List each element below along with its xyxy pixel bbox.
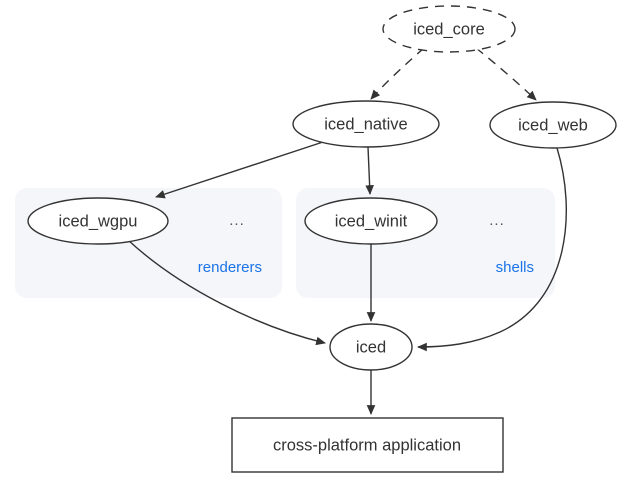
edges-layer	[127, 47, 567, 415]
node-iced-web[interactable]: iced_web	[489, 101, 617, 149]
node-iced-winit[interactable]: iced_winit	[304, 197, 438, 245]
node-iced-ellipse[interactable]	[329, 323, 413, 371]
node-iced-wgpu[interactable]: iced_wgpu	[27, 197, 169, 245]
edge-iced-wgpu-to-iced	[127, 239, 326, 346]
node-cross-platform-application-label: cross-platform application	[273, 436, 461, 454]
cluster-renderers-label: renderers	[198, 259, 262, 276]
node-cross-platform-application[interactable]: cross-platform application	[231, 417, 504, 473]
node-iced-core[interactable]: iced_core	[382, 5, 516, 53]
edge-iced-native-to-iced-wgpu	[155, 141, 324, 199]
edge-iced-core-to-iced-web	[475, 47, 537, 101]
node-iced-native[interactable]: iced_native	[292, 100, 440, 148]
node-iced-label: iced	[356, 338, 386, 356]
node-iced[interactable]: iced	[329, 323, 413, 371]
node-iced-native-label: iced_native	[324, 115, 407, 133]
edge-iced-core-to-iced-native	[370, 47, 425, 100]
node-iced-web-label: iced_web	[518, 116, 588, 134]
cluster-shells-label: shells	[496, 259, 534, 276]
node-iced-wgpu-label: iced_wgpu	[59, 212, 138, 230]
cluster-renderers-ellipsis: ...	[229, 212, 245, 229]
node-iced-web-ellipse[interactable]	[489, 101, 617, 149]
node-iced-core-ellipse[interactable]	[382, 5, 516, 53]
node-cross-platform-application-rect[interactable]	[231, 417, 504, 473]
node-iced-core-label: iced_core	[413, 20, 485, 38]
cluster-shells-ellipsis: ...	[489, 212, 505, 229]
edge-iced-native-to-iced-winit	[365, 146, 374, 195]
node-iced-winit-label: iced_winit	[335, 212, 408, 230]
node-iced-native-ellipse[interactable]	[292, 100, 440, 148]
edge-iced-web-to-iced	[417, 147, 567, 352]
node-iced-wgpu-ellipse[interactable]	[27, 197, 169, 245]
node-iced-winit-ellipse[interactable]	[304, 197, 438, 245]
